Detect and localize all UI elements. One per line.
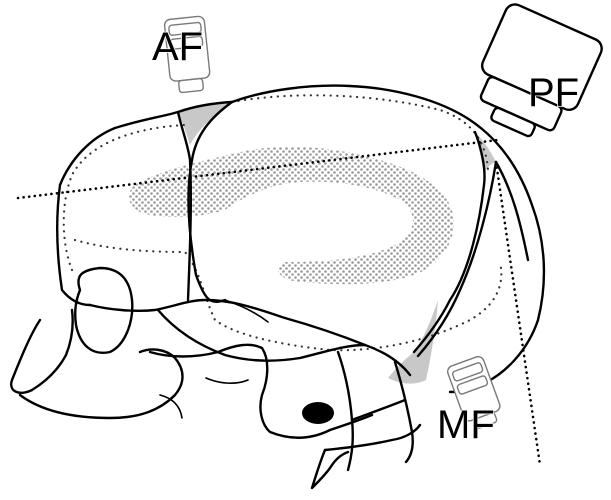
lower-left-structure [11,310,73,393]
black-nucleus [302,402,334,424]
lower-left-lobe [20,350,183,418]
frontal-lobe-outline [57,185,90,305]
cerebellum-base [325,415,420,450]
pf-label: PF [528,71,579,115]
mf-label: MF [437,403,495,447]
internal-edge-b [206,378,248,383]
af-label: AF [152,25,203,69]
pons-fill [352,400,405,420]
spinal-cord [312,450,348,488]
stippled-structure [129,147,454,284]
pf-outer-edge [496,162,528,260]
